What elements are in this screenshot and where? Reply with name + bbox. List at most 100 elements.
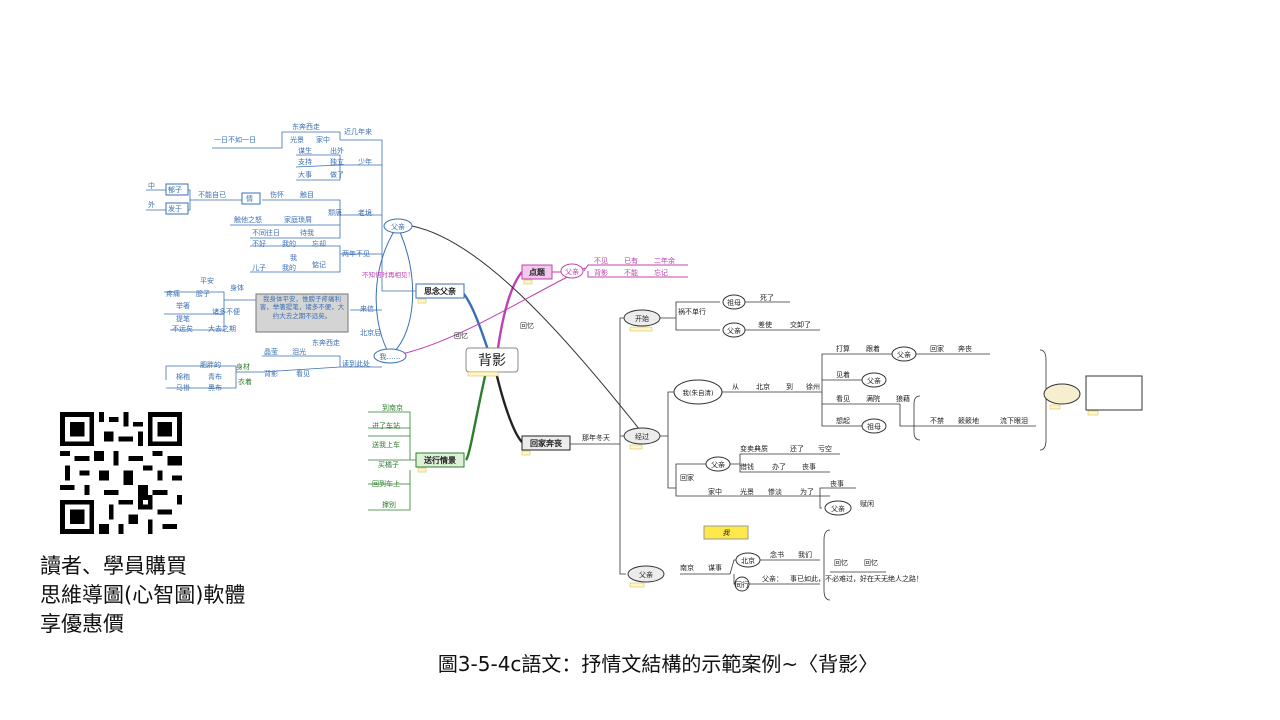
map-node-label: 伤怀: [270, 190, 284, 199]
map-node-label: 见着: [836, 370, 850, 379]
branch-home-funeral[interactable]: 回家奔丧: [521, 435, 571, 451]
map-node-label: 棉袍: [176, 372, 190, 381]
map-node-label: 忘却: [312, 239, 326, 248]
map-node-label: 到: [786, 383, 793, 391]
map-node-label: 跟着: [866, 344, 880, 353]
map-node-label: 家庭琐屑: [284, 215, 312, 224]
caption-text: 圖3-5-4c語文：抒情文結構的示範案例~〈背影〉: [437, 652, 879, 676]
map-node-label: 不禁: [930, 417, 944, 425]
map-node-label: 家中: [316, 135, 330, 144]
map-node-label: 老境: [358, 208, 372, 217]
branch-seeing-off[interactable]: 送行情景: [415, 452, 465, 468]
map-node-label: 父亲: [867, 376, 881, 385]
map-node-label: 出外: [330, 146, 344, 155]
recall-label-1: 回忆: [520, 321, 534, 330]
map-node-label: 回家: [930, 344, 944, 353]
map-node-label: 平安: [200, 276, 214, 285]
map-node-label: 开始: [635, 314, 649, 323]
map-node-label: 谋事: [708, 563, 722, 572]
letter-quote: 我身体平安，惟膀子疼痛利害，举箸提笔，诸多不便，大约大去之期不远矣。: [259, 295, 345, 320]
map-node-label: 父亲: [639, 570, 653, 579]
map-node-label: 近几年来: [344, 127, 372, 136]
map-node-label: 差使: [758, 320, 772, 329]
map-node-label: 我(朱自清): [682, 388, 714, 397]
map-node-label: 郁子: [168, 185, 182, 194]
map-node-label: 二年余: [654, 256, 675, 265]
map-node-label: 读到此处: [342, 359, 370, 368]
map-node-label: 还了: [790, 445, 804, 453]
map-node-label: 同行: [735, 580, 749, 589]
note-markers: [417, 279, 1099, 588]
map-node-label: 触目: [300, 190, 314, 199]
map-node-label: 泪光: [292, 347, 306, 356]
map-node-label: 那年冬天: [582, 433, 610, 442]
map-node-label: 忘记: [654, 268, 668, 277]
seeing-off-subtree: 到南京 进了车站 送我上车 买橘子 回到车上 撑别: [368, 403, 416, 511]
map-node-label: 身体: [230, 283, 244, 292]
map-node-label: 点题: [529, 267, 546, 277]
map-node-label: 送我上车: [372, 440, 400, 449]
recall-label-2: 回忆: [454, 331, 468, 340]
promo-line-2: 思維導圖(心智圖)軟體: [40, 583, 246, 607]
map-node-label: 进了车站: [372, 421, 400, 430]
map-node-label: 我……: [380, 352, 401, 361]
map-node-label: 家中: [708, 487, 722, 496]
map-node-label: 我: [290, 253, 297, 262]
map-node-label: 疼痛: [166, 289, 180, 298]
promo-text: 讀者、學員購買 思維導圖(心智圖)軟體 享優惠價: [40, 552, 245, 639]
map-node-label: 东奔西走: [312, 338, 340, 347]
center-node[interactable]: 背影: [465, 347, 519, 373]
map-node-label: 思念父亲: [424, 286, 456, 296]
map-node-label: 回到车上: [372, 479, 400, 488]
map-node-label: 颓唐: [328, 208, 342, 217]
map-node-label: 大事: [298, 170, 312, 179]
map-node-label: 情: [246, 194, 253, 203]
map-node-label: 流下眼泪: [1000, 416, 1028, 425]
map-node-label: 做了: [330, 170, 344, 179]
map-node-label: 丧事: [830, 479, 844, 488]
map-node-label: 父亲: [897, 350, 911, 359]
map-node-label: 打算: [836, 344, 850, 353]
map-node-label: 死了: [760, 294, 774, 302]
figure-caption: 圖3-5-4c語文：抒情文結構的示範案例~〈背影〉: [0, 648, 1280, 677]
map-node-label: 惨淡: [768, 487, 782, 496]
map-node-label: 晶莹: [264, 347, 278, 356]
branch-key-point[interactable]: 点题: [521, 264, 553, 280]
center-title: 背影: [478, 353, 506, 369]
map-node-label: 看见: [296, 370, 310, 378]
map-node-label: 惦记: [312, 260, 326, 269]
map-node-label: 买橘子: [378, 460, 399, 469]
map-node-label: 少年: [358, 157, 372, 166]
map-node-label: 看见: [836, 395, 850, 403]
map-node-label: 待我: [300, 228, 314, 237]
map-node-label: 不远矣: [172, 324, 193, 333]
map-node-label: 不好: [252, 239, 266, 248]
map-node-label: 不同往日: [252, 228, 280, 237]
map-node-label: 父亲: [711, 460, 725, 469]
map-node-label: 办了: [772, 462, 786, 471]
map-node-label: 南京: [680, 563, 694, 572]
branch-missing-father[interactable]: 思念父亲: [415, 283, 465, 299]
promo-line-1: 讀者、學員購買: [40, 554, 187, 578]
map-node-label: 中: [148, 181, 155, 190]
map-node-label: 来信: [360, 304, 374, 313]
map-node-label: 念书: [770, 550, 784, 559]
map-node-label: 东奔西走: [292, 122, 320, 131]
map-node-label: 两年不见: [342, 249, 370, 258]
map-node-label: 簌簌地: [958, 416, 979, 425]
map-node-label: 祖母: [867, 422, 881, 431]
map-node-label: 马褂: [176, 383, 190, 392]
funeral-subtree: 那年冬天 开始 经过 父亲 祸不单行 祖母 死了 父亲 差使 交卸了 我(朱自清…: [570, 294, 1143, 601]
map-node-label: 撑别: [382, 500, 396, 509]
map-node-label: 祖母: [727, 298, 741, 307]
map-node-label: 我们: [798, 550, 812, 559]
relation-arrows: [375, 225, 641, 431]
map-node-label: 祸不单行: [678, 307, 706, 316]
map-node-label: 触他之怒: [234, 215, 262, 224]
map-node-label: 我的: [282, 239, 296, 248]
map-node-label: 不能: [624, 268, 638, 277]
map-node-label: 变卖典质: [740, 444, 768, 453]
map-node-label: 青布: [208, 372, 222, 381]
map-node-label: 父亲：: [762, 574, 783, 583]
qr-code[interactable]: [60, 412, 182, 534]
